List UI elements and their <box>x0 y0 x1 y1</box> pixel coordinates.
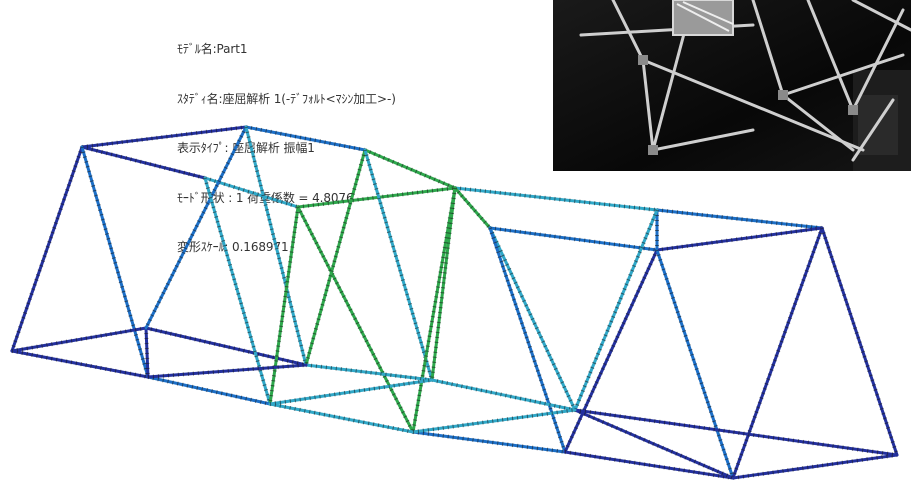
truss-member <box>146 375 272 406</box>
mesh-ticks <box>245 125 366 152</box>
truss-member <box>453 186 659 212</box>
truss-member <box>411 408 577 434</box>
mesh-ticks <box>573 209 659 411</box>
truss-member <box>10 326 148 353</box>
mesh-ticks <box>10 146 84 352</box>
model-name-label: ﾓﾃﾞﾙ名:Part1 <box>177 42 248 56</box>
mesh-ticks <box>564 450 734 480</box>
mesh-ticks <box>81 145 206 180</box>
mesh-ticks <box>412 430 566 454</box>
truss-member <box>144 326 150 379</box>
truss-member <box>296 186 457 209</box>
study-name-label: ｽﾀﾃﾞｨ名:座屈解析 1(-ﾃﾞﾌｫﾙﾄ<ﾏｼﾝ加工>-) <box>177 91 396 106</box>
truss-member <box>573 408 899 457</box>
truss-member <box>146 363 308 379</box>
truss-member <box>411 186 457 434</box>
truss-member <box>430 378 577 412</box>
mesh-ticks <box>304 149 367 366</box>
mesh-ticks <box>144 327 150 378</box>
mesh-ticks <box>11 349 149 379</box>
mesh-ticks <box>244 126 308 366</box>
truss-member <box>203 176 300 209</box>
mesh-ticks <box>305 363 433 382</box>
mesh-ticks <box>268 206 300 405</box>
truss-member <box>144 125 248 330</box>
truss-member <box>304 148 367 367</box>
truss-member <box>268 402 415 434</box>
truss-member <box>80 145 207 180</box>
truss-member <box>453 186 492 230</box>
mesh-ticks <box>296 206 415 433</box>
truss-member <box>731 226 824 480</box>
mesh-ticks <box>489 226 658 252</box>
truss-member <box>731 453 899 480</box>
physical-model-photo <box>553 0 911 171</box>
truss-member <box>655 208 824 230</box>
truss-member <box>820 226 899 457</box>
truss-member <box>268 378 434 406</box>
mesh-ticks <box>147 375 271 406</box>
truss-member <box>430 186 457 382</box>
truss-member <box>304 363 434 382</box>
truss-member <box>144 326 308 367</box>
truss-members <box>10 125 899 480</box>
truss-member <box>655 226 824 252</box>
mesh-ticks <box>563 249 659 453</box>
truss-member <box>363 148 457 190</box>
display-type-label: 表示ﾀｲﾌﾟ: 座屈解析 振幅1 <box>177 141 315 155</box>
truss-member <box>573 408 735 480</box>
truss-member <box>363 148 434 382</box>
mesh-ticks <box>655 249 735 479</box>
truss-member <box>80 125 248 149</box>
mesh-ticks <box>488 227 577 411</box>
mesh-ticks <box>203 177 272 405</box>
mesh-ticks <box>574 408 898 457</box>
truss-member <box>80 145 150 379</box>
